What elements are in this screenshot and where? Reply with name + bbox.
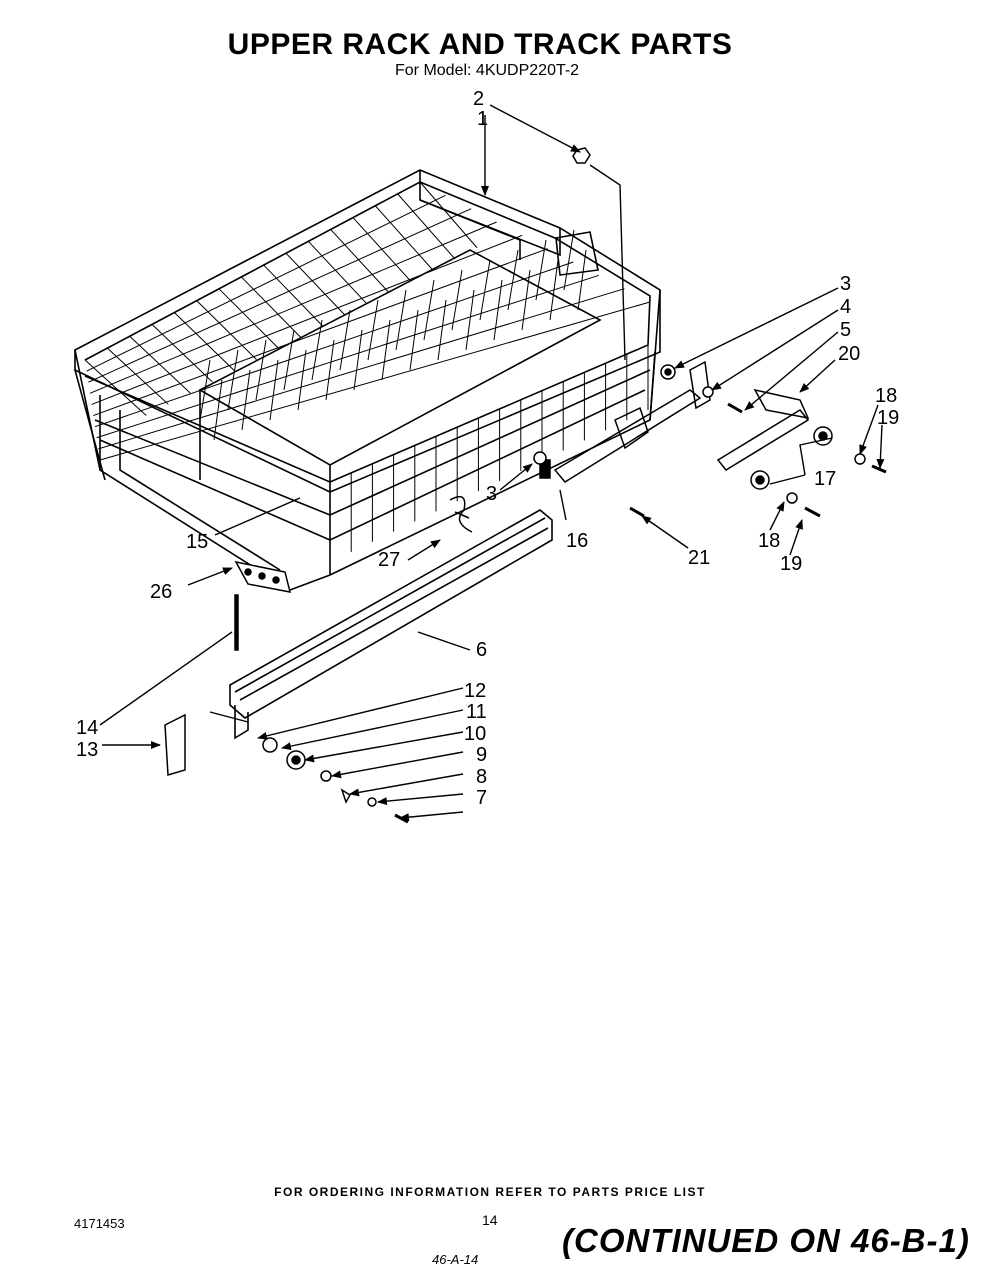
callout-18-upper: 18 xyxy=(875,385,897,407)
hardware-pieces xyxy=(164,147,887,824)
track-rail xyxy=(229,509,553,740)
continued-note: (CONTINUED ON 46-B-1) xyxy=(562,1222,970,1259)
washer-18-upper xyxy=(854,453,866,465)
screw-19-lower xyxy=(804,506,821,518)
page-number: 14 xyxy=(482,1212,498,1228)
callout-15: 15 xyxy=(186,531,208,553)
ordering-note-text: FOR ORDERING INFORMATION REFER TO PARTS … xyxy=(274,1185,706,1199)
washer-4 xyxy=(702,386,714,398)
callout-21: 21 xyxy=(688,547,710,569)
callout-numbers: 2 1 3 4 5 20 18 19 17 3 16 21 18 19 15 2… xyxy=(76,88,899,809)
clip-27 xyxy=(449,495,473,533)
washer-10 xyxy=(320,770,332,782)
axle-9 xyxy=(340,788,352,804)
washer-18-lower xyxy=(786,492,798,504)
leader-lines xyxy=(99,104,885,822)
callout-4: 4 xyxy=(840,296,851,318)
rack-adjuster-slide xyxy=(539,389,702,483)
rack-adjuster-arm xyxy=(689,360,810,471)
screw-19-upper xyxy=(871,464,887,474)
callout-10: 10 xyxy=(464,723,486,745)
screw-21 xyxy=(629,506,645,518)
callout-19-upper: 19 xyxy=(877,407,899,429)
page-title: UPPER RACK AND TRACK PARTS xyxy=(0,28,1000,62)
callout-19-lower: 19 xyxy=(780,553,802,575)
callout-14: 14 xyxy=(76,717,98,739)
end-cap-13 xyxy=(164,713,186,776)
pin-14 xyxy=(234,594,239,651)
callout-13: 13 xyxy=(76,739,98,761)
roller-12 xyxy=(262,737,278,753)
title-text: UPPER RACK AND TRACK PARTS xyxy=(227,28,733,61)
callout-11: 11 xyxy=(466,701,487,723)
callout-16: 16 xyxy=(566,530,588,552)
callout-20: 20 xyxy=(838,343,860,365)
callout-17: 17 xyxy=(814,468,836,490)
screw-5 xyxy=(727,402,743,414)
callout-12: 12 xyxy=(464,680,486,702)
roller-3-lower xyxy=(533,451,547,465)
rack-wire-grid xyxy=(84,181,651,562)
callout-6: 6 xyxy=(476,639,487,661)
callout-8: 8 xyxy=(476,766,487,788)
callout-1: 1 xyxy=(477,108,488,130)
ordering-note: FOR ORDERING INFORMATION REFER TO PARTS … xyxy=(0,1185,1000,1199)
callout-3-lower: 3 xyxy=(486,483,497,505)
handwritten-code: 46-A-14 xyxy=(432,1252,479,1267)
clip-8 xyxy=(367,797,377,807)
callout-5: 5 xyxy=(840,319,851,341)
document-number: 4171453 xyxy=(74,1216,125,1231)
callout-18-lower: 18 xyxy=(758,530,780,552)
callout-26: 26 xyxy=(150,581,172,603)
callout-3-upper: 3 xyxy=(840,273,851,295)
callout-2: 2 xyxy=(473,88,484,110)
callout-27: 27 xyxy=(378,549,400,571)
callout-9: 9 xyxy=(476,744,487,766)
model-subtitle: For Model: 4KUDP220T-2 xyxy=(395,62,580,79)
callout-7: 7 xyxy=(476,787,487,809)
